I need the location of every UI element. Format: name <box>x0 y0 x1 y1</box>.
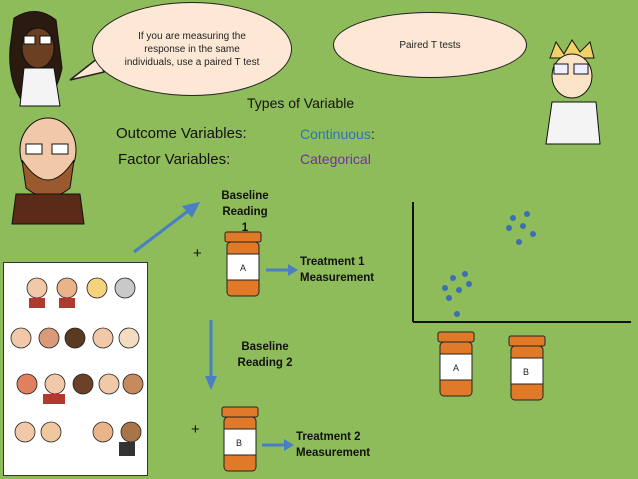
scatter-point <box>442 285 448 291</box>
scientist-bearded-icon <box>11 117 85 225</box>
continuous-label: Continuous <box>300 126 371 142</box>
arrow-to-treatment1 <box>266 264 298 276</box>
scientist-blond-icon <box>545 39 601 145</box>
scatter-point <box>450 275 456 281</box>
jar-a-1-label: A <box>240 263 246 273</box>
continuous-colon: : <box>370 126 375 142</box>
pill-jar-a-2: A <box>437 331 475 397</box>
scatter-point <box>466 281 472 287</box>
scientist-dark-hair-icon <box>9 11 63 107</box>
scatter-point <box>510 215 516 221</box>
pill-jar-a-1: A <box>224 231 262 297</box>
arrow-to-treatment2 <box>262 439 294 451</box>
plus-sign-1: + <box>193 245 202 262</box>
speech-bubble: If you are measuring the response in the… <box>92 2 292 96</box>
scatter-point <box>524 211 530 217</box>
scatter-point <box>516 239 522 245</box>
scatter-point <box>506 225 512 231</box>
scatter-point <box>456 287 462 293</box>
plus-sign-2: + <box>191 421 200 438</box>
baseline-2-label: Baseline Reading 2 <box>237 341 293 369</box>
treatment-1-label: Treatment 1 Measurement <box>300 256 375 284</box>
scatter-point <box>530 231 536 237</box>
jar-a-2-label: A <box>453 363 459 373</box>
pill-jar-b-2: B <box>508 335 546 401</box>
scatter-point <box>446 295 452 301</box>
jar-b-2-label: B <box>523 367 529 377</box>
crowd-faces <box>10 277 144 456</box>
treatment-2-label: Treatment 2 Measurement <box>296 431 371 459</box>
arrow-down <box>205 320 217 390</box>
outcome-label: Outcome Variables: <box>116 125 247 142</box>
scatter-point <box>520 223 526 229</box>
baseline-1-label: Baseline Reading 1 <box>221 190 269 234</box>
jar-b-1-label: B <box>236 438 242 448</box>
scatter-plot <box>412 202 631 323</box>
title-text: Paired T tests <box>399 39 461 51</box>
categorical-label: Categorical <box>300 151 371 167</box>
factor-label: Factor Variables: <box>118 151 231 168</box>
title-bubble: Paired T tests <box>333 12 527 78</box>
heading: Types of Variable <box>247 95 355 111</box>
continuous-value: Continuous: <box>300 126 375 142</box>
scatter-point <box>462 271 468 277</box>
speech-bubble-text: If you are measuring the response in the… <box>124 30 260 68</box>
arrow-up-right <box>133 202 200 254</box>
scatter-point <box>454 311 460 317</box>
pill-jar-b-1: B <box>221 406 259 472</box>
